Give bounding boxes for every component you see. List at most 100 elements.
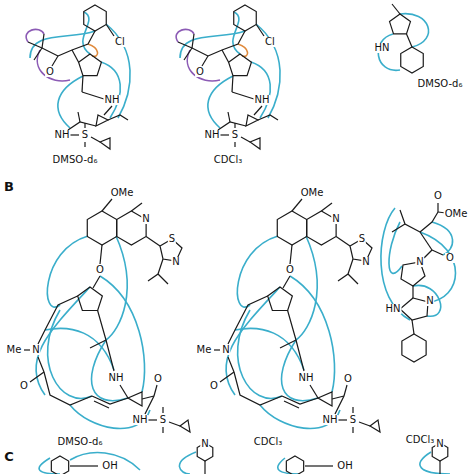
noe-correlation: [70, 405, 150, 429]
chain-bond: [280, 340, 296, 348]
chain-bond: [439, 461, 440, 474]
atom-label: OMe: [444, 209, 469, 219]
chain-bond: [232, 92, 254, 99]
noe-correlation: [36, 287, 90, 395]
ring-bond: [96, 115, 108, 126]
chain-bond: [145, 396, 154, 414]
atom-label: N: [361, 257, 370, 267]
chain-bond: [84, 123, 85, 128]
noe-correlation: [106, 236, 127, 340]
chain-bond: [208, 31, 245, 56]
chain-bond: [38, 357, 44, 372]
chain-bond: [424, 250, 432, 258]
chain-bond: [42, 48, 58, 56]
chain-bond: [52, 56, 58, 66]
ring-bond: [78, 287, 103, 311]
atom-label: O: [445, 253, 455, 263]
ring-bond: [390, 14, 411, 34]
chain-bond: [420, 232, 432, 250]
ring-bond: [402, 334, 426, 362]
atom-label: NH: [104, 95, 121, 105]
noe-correlation: [226, 287, 280, 395]
atom-label: N: [415, 257, 424, 267]
atom-label: S: [81, 130, 89, 140]
noe-correlation: [101, 62, 120, 118]
atom-label: N: [200, 439, 209, 449]
chain-bond: [218, 122, 246, 130]
chain-bond: [234, 372, 282, 405]
chain-bond: [93, 276, 100, 288]
chain-bond: [108, 115, 128, 120]
chain-bond: [228, 357, 234, 372]
chain-bond: [204, 461, 205, 474]
chain-bond: [412, 286, 413, 298]
chain-bond: [283, 276, 290, 288]
ring-bond: [234, 5, 257, 31]
chain-bond: [335, 396, 344, 414]
chain-bond: [90, 340, 106, 348]
chain-bond: [38, 296, 78, 344]
chain-bond: [305, 465, 333, 466]
chain-bond: [214, 349, 220, 350]
noe-correlation: [400, 14, 429, 47]
atom-label: HN: [385, 304, 402, 314]
atom-label: HN: [374, 43, 391, 53]
atom-label: O: [343, 374, 353, 384]
chain-bond: [192, 34, 194, 48]
chain-bond: [70, 465, 98, 466]
noe-correlation: [296, 236, 317, 340]
atom-label: Cl: [264, 37, 276, 47]
chain-bond: [292, 199, 302, 211]
atom-label: O: [45, 67, 55, 77]
chain-bond: [131, 203, 142, 211]
noe-correlation: [290, 276, 335, 392]
noe-correlation: [420, 232, 456, 302]
atom-label: Cl: [114, 37, 126, 47]
noe-correlation: [45, 328, 114, 370]
chain-bond: [158, 274, 168, 284]
solvent-label: CDCl₃: [253, 437, 283, 447]
atom-label: O: [209, 381, 219, 391]
chain-bond: [178, 42, 192, 48]
chain-bond: [30, 372, 44, 382]
solvent-label: CDCl₃: [213, 155, 243, 165]
chain-bond: [338, 419, 347, 420]
noe-correlation: [26, 29, 44, 42]
ring-bond: [400, 298, 428, 320]
chain-bond: [44, 372, 92, 405]
noe-correlation: [187, 50, 220, 81]
chain-bond: [352, 407, 353, 413]
chain-bond: [241, 137, 250, 142]
noe-correlation: [260, 405, 340, 429]
chain-bond: [148, 259, 163, 281]
chain-bond: [84, 142, 85, 147]
chain-bond: [290, 245, 292, 264]
chain-bond: [254, 106, 262, 115]
solvent-label: DMSO-d₆: [52, 155, 99, 165]
chain-bond: [392, 4, 400, 14]
chain-bond: [58, 31, 95, 56]
chain-bond: [94, 401, 109, 408]
chain-bond: [202, 56, 208, 66]
chain-bond: [42, 34, 44, 48]
ring-bond: [87, 211, 116, 245]
noe-correlation: [420, 452, 450, 474]
atom-label: S: [168, 234, 176, 244]
atom-label: N: [331, 214, 340, 224]
ring-bond: [370, 420, 380, 432]
chain-bond: [169, 422, 180, 426]
chain-bond: [68, 122, 96, 130]
chain-bond: [344, 385, 347, 396]
atom-label: Me: [6, 345, 23, 355]
ring-bond: [401, 47, 424, 73]
chain-bond: [220, 372, 234, 382]
noe-correlation: [208, 76, 233, 128]
chain-bond: [338, 259, 353, 281]
noe-correlation: [176, 29, 194, 42]
ring-bond: [250, 138, 260, 149]
chain-bond: [348, 274, 358, 284]
noe-correlation: [30, 31, 95, 58]
atom-label: NH: [298, 373, 315, 383]
atom-label: NH: [322, 415, 339, 425]
